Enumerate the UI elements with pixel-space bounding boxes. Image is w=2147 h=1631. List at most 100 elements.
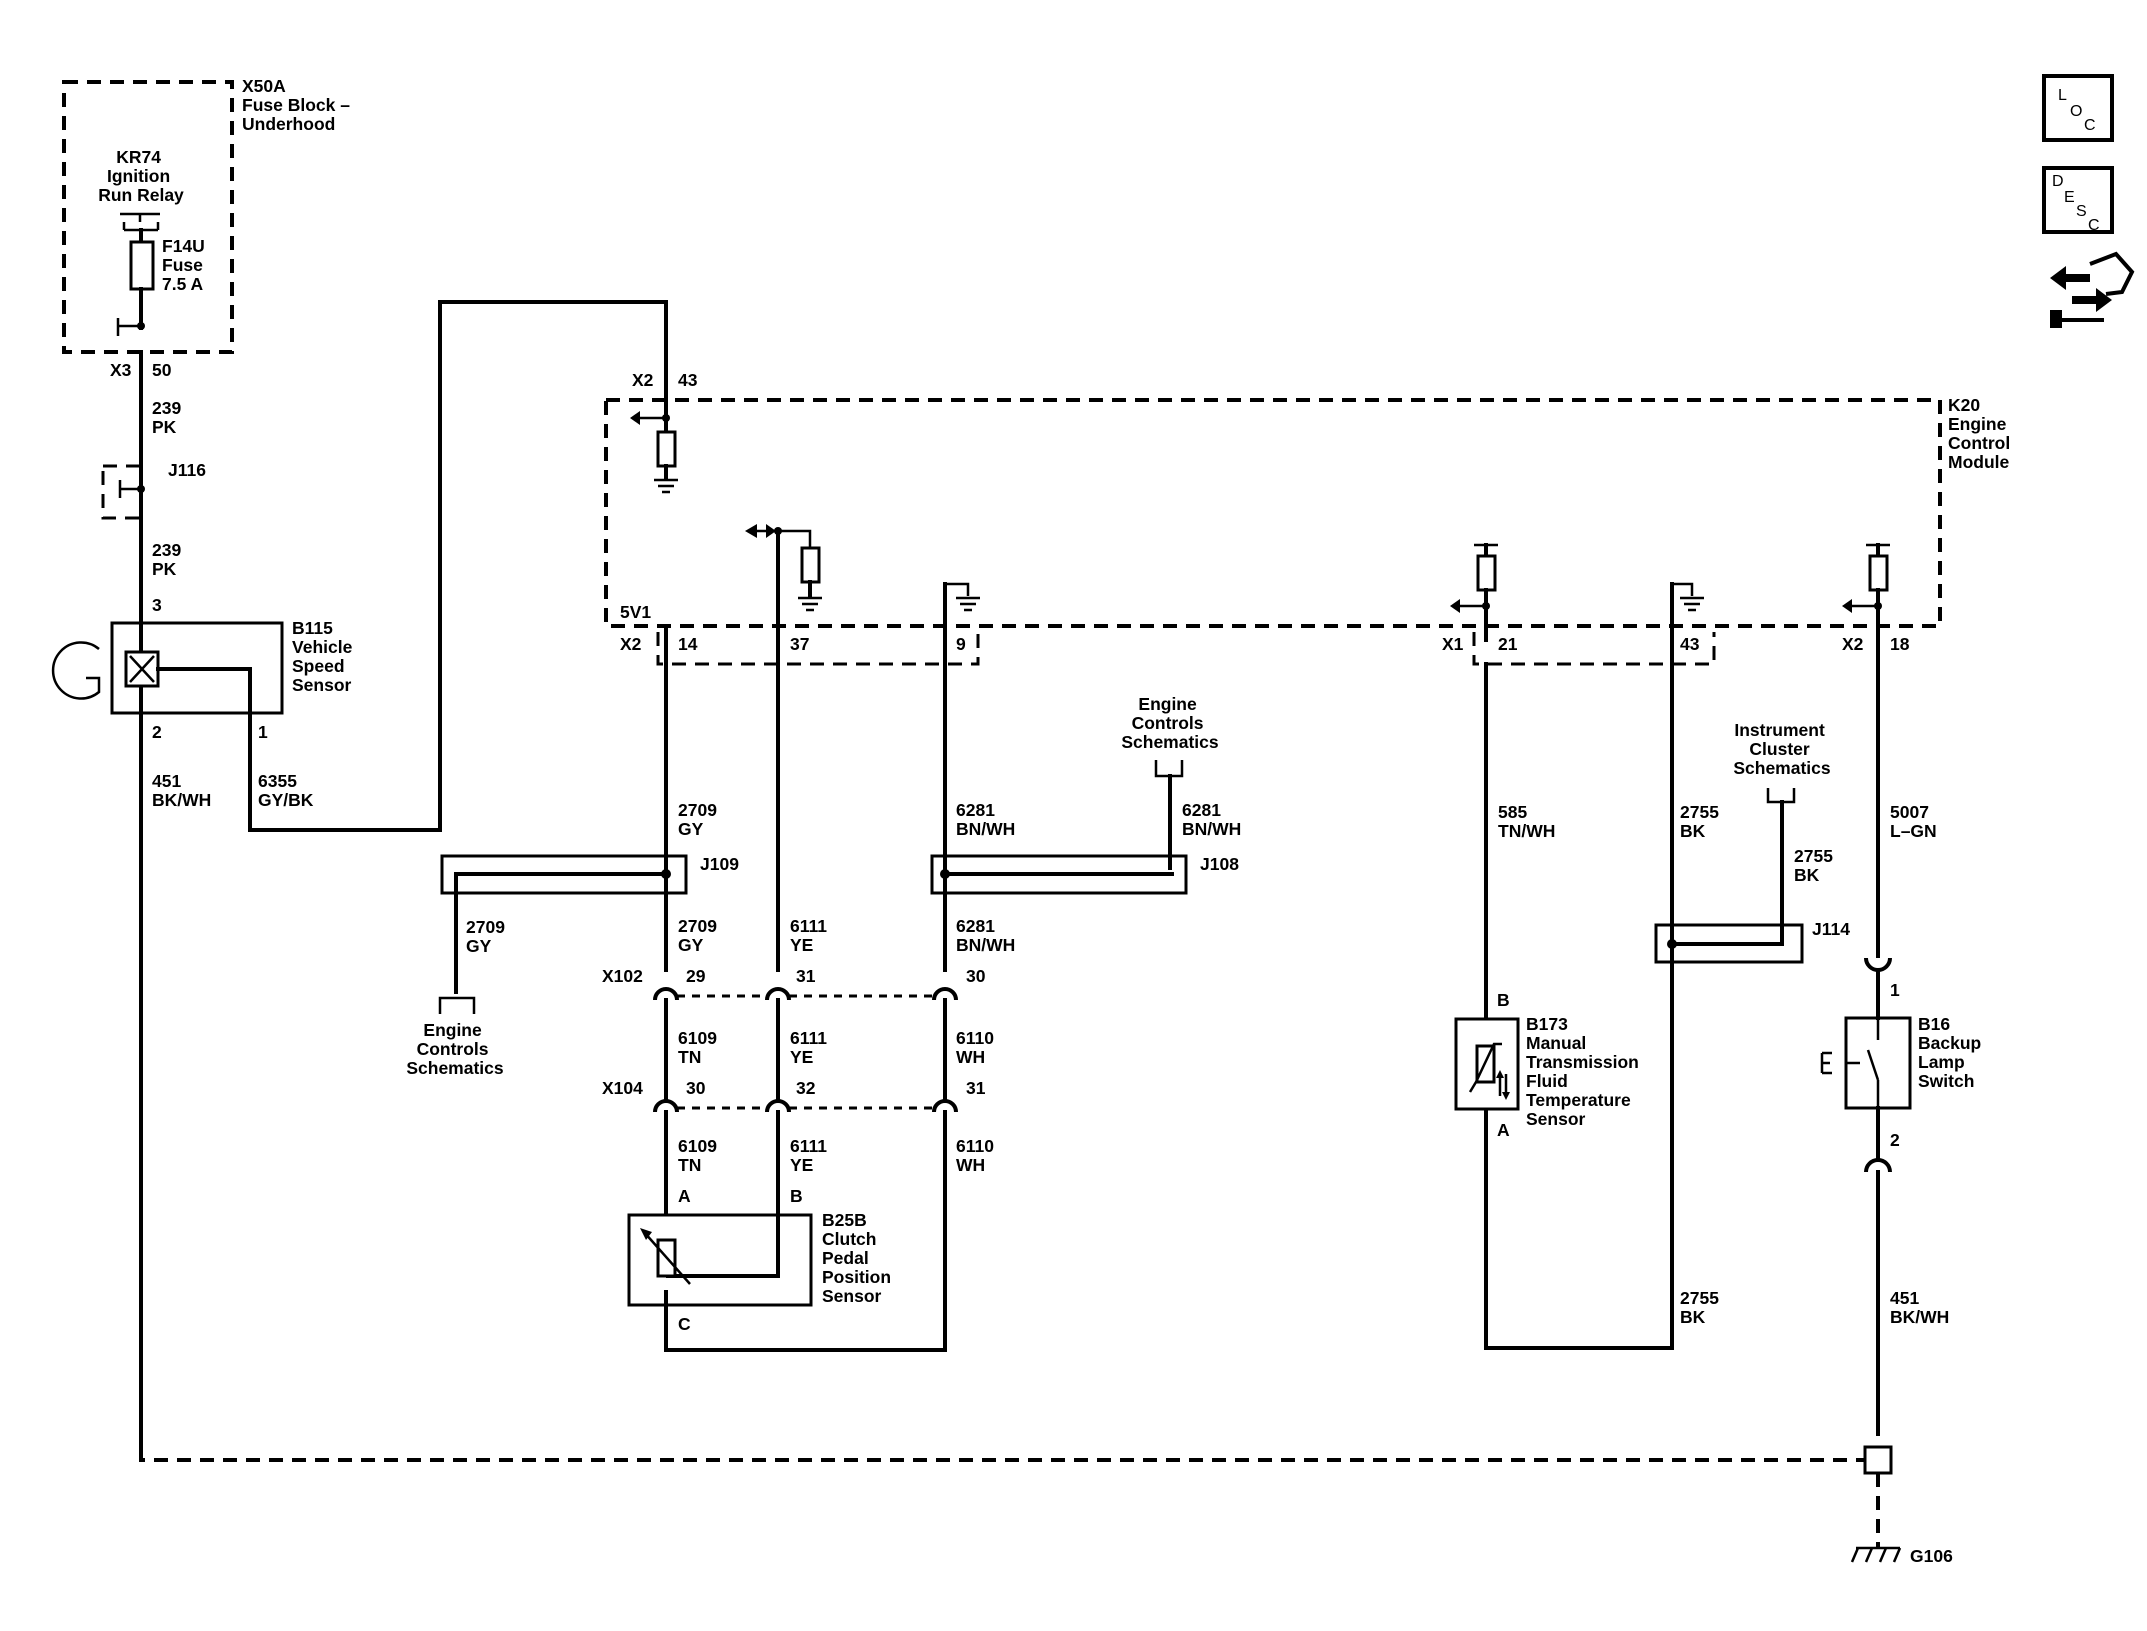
- b115-label: B115 Vehicle Speed Sensor: [292, 618, 357, 695]
- svg-text:B: B: [790, 1186, 803, 1206]
- svg-text:D: D: [2052, 173, 2064, 190]
- svg-text:X2: X2: [620, 634, 642, 654]
- loc-icon[interactable]: L O C: [2042, 74, 2114, 142]
- x50a-label: X50A Fuse Block – Underhood: [242, 76, 355, 134]
- svg-text:31: 31: [966, 1078, 986, 1098]
- svg-text:J108: J108: [1200, 854, 1239, 874]
- x3-label: X3: [110, 360, 132, 380]
- b115-vehicle-speed-sensor: 3 B115 Vehicle Speed Sensor 2 1: [51, 595, 357, 832]
- ecm-connector-x1: X1 21 43: [1442, 632, 1716, 666]
- b115-pin-2: 2: [152, 722, 162, 742]
- svg-text:X1: X1: [1442, 634, 1464, 654]
- svg-text:29: 29: [686, 966, 706, 986]
- svg-text:X2: X2: [1842, 634, 1864, 654]
- j116-splice: J116: [101, 460, 206, 520]
- svg-text:31: 31: [796, 966, 816, 986]
- svg-text:S: S: [2076, 203, 2087, 220]
- x50a-fuse-block: X50A Fuse Block – Underhood KR74 Ignitio…: [62, 76, 355, 380]
- svg-text:B16 Backup Lamp: B16 Backup Lamp Switch: [1918, 1014, 1986, 1091]
- svg-text:43: 43: [1680, 634, 1700, 654]
- x3-pin: 50: [152, 360, 172, 380]
- svg-text:E: E: [2064, 189, 2075, 206]
- k20-label: K20 Engine Control Module: [1948, 395, 2015, 472]
- desc-icon[interactable]: D E S C: [2042, 166, 2114, 234]
- ecm-connector-x2-18: X2 18: [1842, 634, 1910, 654]
- g106-ground: G106: [1850, 1546, 1953, 1566]
- svg-text:18: 18: [1890, 634, 1910, 654]
- svg-text:G106: G106: [1910, 1546, 1953, 1566]
- v5-label: 5V1: [620, 602, 651, 622]
- b173-transmission-fluid-temperature-sensor: B B173 Manual Transmission Fluid Tempera…: [1454, 990, 1644, 1140]
- svg-text:J114: J114: [1812, 919, 1850, 939]
- b25b-clutch-pedal-position-sensor: A B B25B Clutch Pedal Position Sensor C: [627, 1186, 896, 1334]
- svg-text:Engine Controls Sc: Engine Controls Schematics: [1121, 694, 1219, 752]
- svg-text:B173 Manual Transm: B173 Manual Transmission Fluid Temperatu…: [1526, 1014, 1644, 1129]
- svg-text:X104: X104: [602, 1078, 643, 1098]
- kr74-label: KR74 Ignition Run Relay: [98, 147, 184, 205]
- b115-pin-1: 1: [258, 722, 268, 742]
- connector-view-icon[interactable]: [2050, 251, 2135, 328]
- svg-text:37: 37: [790, 634, 809, 654]
- x2-top-label: X2: [632, 370, 654, 390]
- svg-text:1: 1: [1890, 980, 1900, 1000]
- b115-pin-3: 3: [152, 595, 162, 615]
- svg-text:B: B: [1497, 990, 1510, 1010]
- svg-text:L: L: [2058, 87, 2067, 104]
- svg-text:O: O: [2070, 103, 2082, 120]
- svg-text:30: 30: [966, 966, 986, 986]
- f14u-label: F14U Fuse 7.5 A: [162, 236, 210, 294]
- x102-connector: X102 29 31 30: [602, 966, 986, 1001]
- j109-splice: J109: [440, 854, 739, 994]
- svg-text:J116: J116: [168, 460, 206, 480]
- b16-backup-lamp-switch: 1 B16 Backup Lamp Switch 2: [1820, 980, 1986, 1150]
- svg-text:21: 21: [1498, 634, 1518, 654]
- svg-text:2: 2: [1890, 1130, 1900, 1150]
- svg-text:A: A: [1497, 1120, 1510, 1140]
- svg-text:Engine Controls Sc: Engine Controls Schematics: [406, 1020, 504, 1078]
- svg-text:J109: J109: [700, 854, 739, 874]
- svg-text:B25B Clutch Pedal: B25B Clutch Pedal Position Sensor: [822, 1210, 896, 1306]
- svg-text:Instrument Cluster: Instrument Cluster Schematics: [1733, 720, 1831, 778]
- svg-text:X102: X102: [602, 966, 643, 986]
- j114-splice: J114: [1654, 919, 1850, 964]
- ref-engine-controls-schematics-left: Engine Controls Schematics: [406, 996, 504, 1078]
- x104-connector: X104 30 32 31: [602, 1078, 986, 1113]
- svg-text:C: C: [2084, 117, 2096, 134]
- j108-splice: J108: [930, 854, 1239, 895]
- svg-text:9: 9: [956, 634, 966, 654]
- k20-engine-control-module: K20 Engine Control Module X2 43: [604, 370, 2015, 642]
- svg-text:A: A: [678, 1186, 691, 1206]
- f14u-fuse: [129, 240, 155, 291]
- svg-text:32: 32: [796, 1078, 816, 1098]
- svg-text:30: 30: [686, 1078, 706, 1098]
- svg-text:14: 14: [678, 634, 698, 654]
- svg-text:C: C: [2088, 217, 2100, 234]
- svg-text:C: C: [678, 1314, 691, 1334]
